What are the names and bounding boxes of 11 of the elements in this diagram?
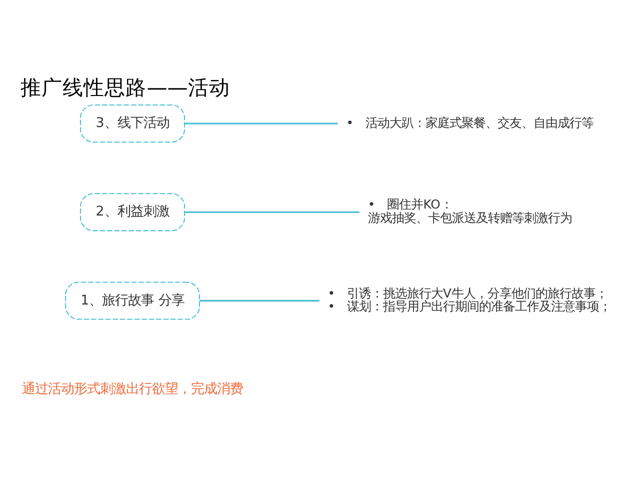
label: 通过活动形式刺激出行欲望，完成消费 — [22, 381, 244, 396]
node-box: 3、线下活动 — [80, 104, 186, 142]
diagram-title: 推广线性思路——活动 — [20, 75, 230, 100]
connector — [200, 299, 320, 302]
node-box: 1、旅行故事 分享 — [65, 281, 200, 320]
node-box: 2、利益刺激 — [80, 192, 186, 231]
node-text: • 引诱：挑选旅行大V牛人，分享他们的旅行故事； • 谋划：指导用户出行期间的准备工作及注意事项； — [328, 286, 612, 314]
node-text: • 圈住并KO： 游戏抽奖、卡包派送及转赠等刺激行为 — [368, 197, 572, 225]
connector — [184, 210, 360, 212]
node-text: • 活动大趴：家庭式聚餐、交友、自由成行等 — [346, 115, 594, 130]
connector — [184, 122, 338, 124]
